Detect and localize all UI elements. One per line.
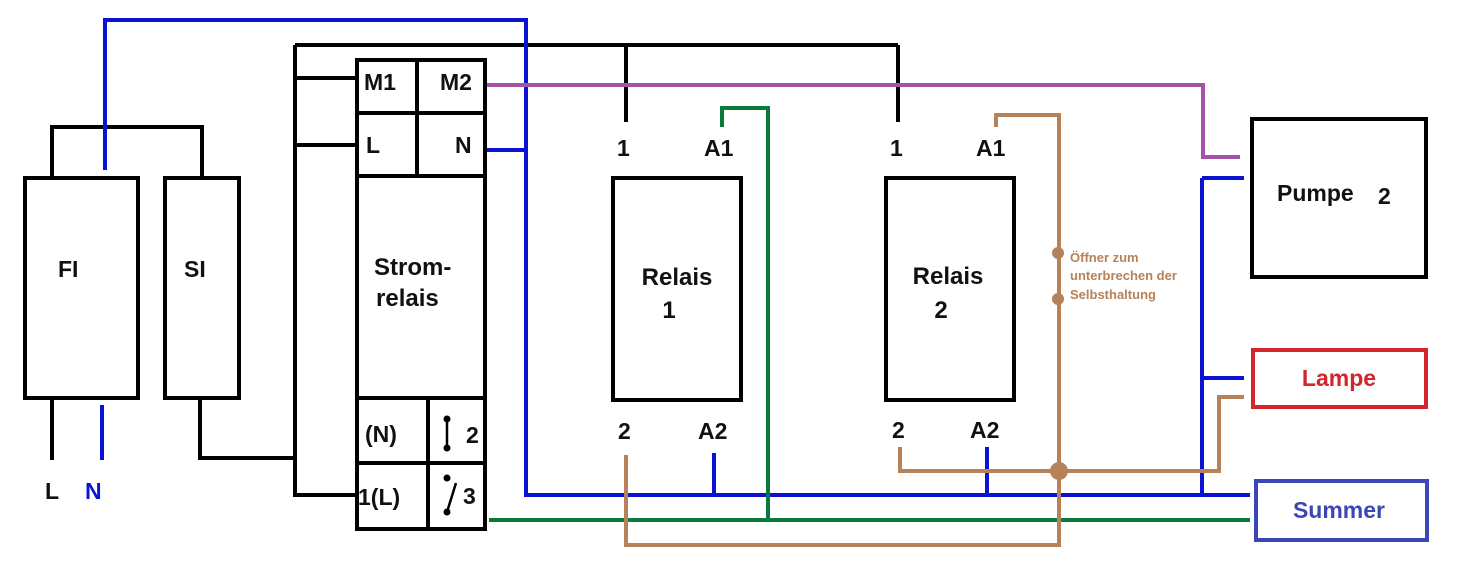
summer: Summer [1254,479,1429,542]
note-line-3: Selbsthaltung [1070,287,1156,302]
stromrelais-title-2: relais [376,285,439,312]
relais2-a1-holding-wire [624,113,1061,547]
relais1-title: Relais [642,264,713,291]
break-contact-dot-top [1052,247,1064,259]
stromrelais-title-1: Strom- [374,254,451,281]
supply-n-label: N [85,478,102,504]
lampe: Lampe [1251,348,1428,409]
purple-wires [487,83,1240,159]
note-line-1: Öffner zum [1070,250,1139,265]
pumpe: Pumpe 2 [1250,117,1428,279]
stromrelais-m2: M2 [440,69,472,95]
si-box [163,176,241,400]
contact-3-symbol [443,474,458,516]
green-wires [489,106,1250,522]
si-out-wire [198,398,295,460]
relais2-box [884,176,1016,402]
lampe-box [1251,348,1428,409]
bus-vertical-wire [293,45,357,497]
break-contact-dot-bottom [1052,293,1064,305]
relais2-a1: A1 [976,135,1006,161]
relais2-t2: 2 [892,417,905,443]
relais2-number: 2 [934,297,947,324]
note-line-2: unterbrechen der [1070,268,1177,283]
brown-wires [624,113,1244,547]
fi-top-bridge-wire [50,125,204,178]
relais1-t2: 2 [618,418,631,444]
contact-2-symbol [443,415,451,452]
stromrelais-m1: M1 [364,69,396,95]
stromrelais-n: N [455,132,472,158]
pumpe-box [1250,117,1428,279]
relais1-a1: A1 [704,135,734,161]
brown-junction-dot [1050,462,1068,480]
relais2-t1: 1 [890,135,903,161]
summer-box [1254,479,1429,542]
relais1-t1: 1 [617,135,630,161]
relais-2: Relais 2 1 A1 2 A2 [884,135,1016,443]
relais2-title: Relais [913,263,984,290]
summer-label: Summer [1293,497,1385,523]
stromrelais-frame [355,58,487,531]
relais2-t2-wire [898,395,1244,473]
break-contact-note: Öffner zum unterbrechen der Selbsthaltun… [1070,250,1177,302]
relais-1: Relais 1 1 A1 2 A2 [611,135,743,444]
si-label: SI [184,256,206,282]
stromrelais-l: L [366,132,380,158]
stromrelais-contact-3-num: 3 [463,483,476,509]
fi-box [23,176,140,400]
supply-l-label: L [45,478,59,504]
fi-label: FI [58,256,78,282]
stromrelais-1l: 1(L) [358,484,400,510]
relais1-a2: A2 [698,418,727,444]
pumpe-label: Pumpe [1277,180,1354,206]
m2-pumpe-wire [487,83,1240,159]
black-wires [50,43,900,497]
stromrelais-contact-2-num: 2 [466,422,479,448]
stromrelais: M1 M2 L N Strom- relais (N) 2 1(L) 3 [355,58,487,531]
pumpe-number: 2 [1378,183,1391,209]
stromrelais-n-paren: (N) [365,421,397,447]
relais1-a1-wire [720,106,770,520]
relais1-box [611,176,743,402]
relais1-number: 1 [662,297,675,324]
lampe-label: Lampe [1302,365,1376,391]
relais2-a2: A2 [970,417,999,443]
